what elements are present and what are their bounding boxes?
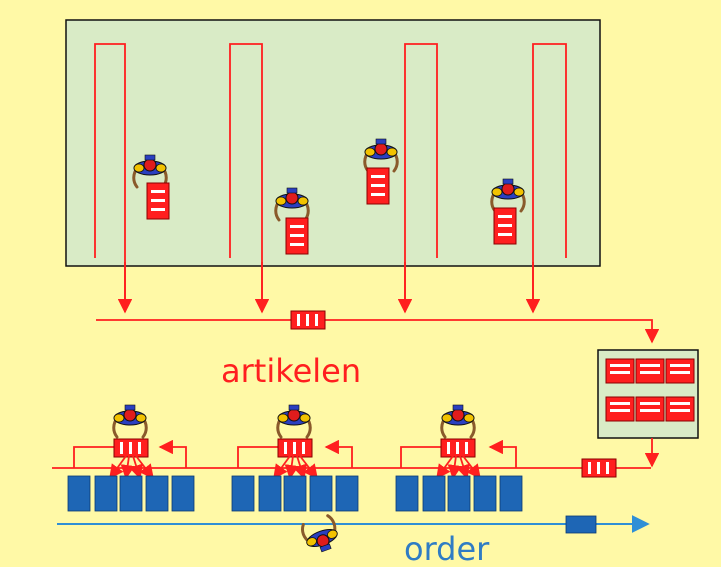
item-crate-icon (665, 358, 695, 384)
order-box-icon (67, 475, 91, 512)
item-crate-icon (146, 182, 170, 220)
item-crate-icon (605, 396, 635, 422)
item-crate-icon (665, 396, 695, 422)
item-crate-icon (290, 310, 326, 330)
order-box-icon (94, 475, 118, 512)
item-crate-icon (113, 438, 149, 458)
order-box-icon (499, 475, 523, 512)
item-crate-icon (285, 217, 309, 255)
item-crate-icon (635, 396, 665, 422)
sort-station-3 (395, 403, 523, 512)
item-crate-icon (440, 438, 476, 458)
order-box-icon (231, 475, 255, 512)
order-box-icon (258, 475, 282, 512)
picking-route-4 (532, 43, 567, 300)
item-crate-icon (581, 458, 617, 478)
order-box-icon (171, 475, 195, 512)
order-box-icon (473, 475, 497, 512)
item-crate-icon (493, 207, 517, 245)
order-box-icon (447, 475, 471, 512)
order-box-icon (309, 475, 333, 512)
artikelen-label: artikelen (221, 352, 362, 390)
item-crate-icon (366, 167, 390, 205)
sort-station-2 (231, 403, 359, 512)
collection-conveyor (96, 319, 660, 344)
order-box-icon (283, 475, 307, 512)
order-box-icon (335, 475, 359, 512)
item-crate-icon (635, 358, 665, 384)
order-box-icon (119, 475, 143, 512)
order-box-icon (565, 515, 597, 534)
item-crate-icon (277, 438, 313, 458)
picking-route-1 (94, 43, 126, 300)
order-box-icon (395, 475, 419, 512)
order-label: order (404, 530, 490, 568)
picking-route-3 (404, 43, 438, 300)
order-box-icon (145, 475, 169, 512)
sort-station-1 (67, 403, 195, 512)
picking-route-2 (229, 43, 263, 300)
warehouse-area (65, 19, 601, 267)
picking-routes (94, 43, 567, 300)
order-box-icon (422, 475, 446, 512)
item-crate-icon (605, 358, 635, 384)
